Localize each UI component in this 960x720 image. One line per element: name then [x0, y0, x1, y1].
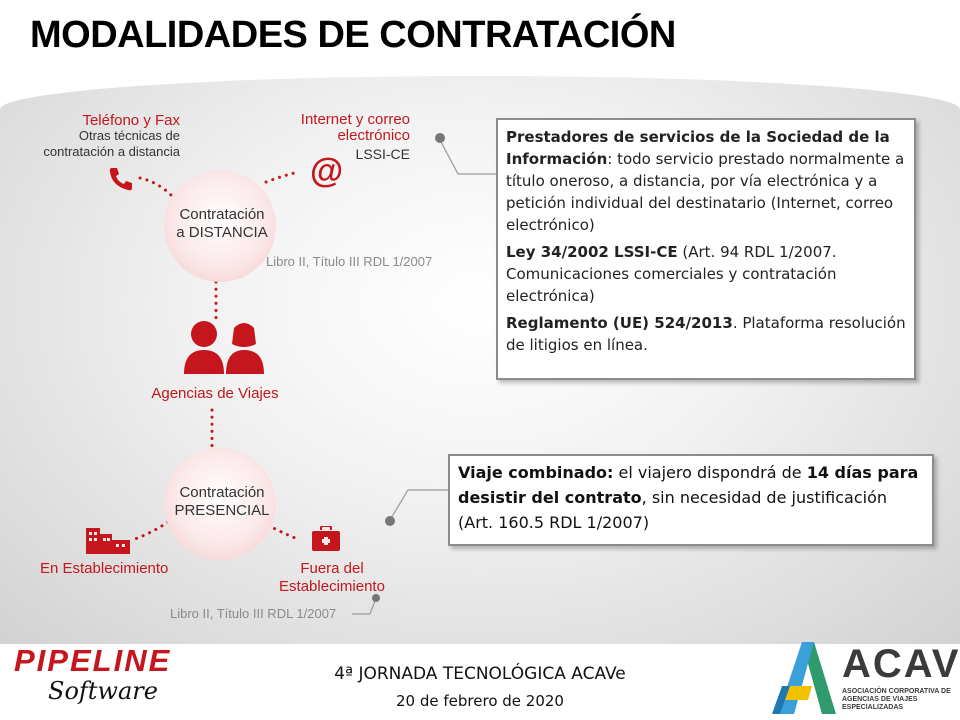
pipeline-logo: PIPELINE Software	[14, 643, 172, 705]
contratacion-distancia-label: Contratación a DISTANCIA	[176, 206, 268, 241]
connector-dot	[385, 516, 395, 526]
box2-paragraph: Viaje combinado: el viajero dispondrá de…	[458, 463, 919, 532]
jornada-title: 4ª JORNADA TECNOLÓGICA ACAVe	[334, 664, 626, 684]
box1-paragraph-1: Prestadores de servicios de la Sociedad …	[506, 128, 905, 234]
phone-icon	[109, 168, 132, 191]
circle-presencial	[164, 448, 276, 560]
telefono-label: Teléfono y Fax	[82, 112, 180, 129]
jornada-date: 20 de febrero de 2020	[396, 692, 564, 710]
agencias-label: Agencias de Viajes	[151, 385, 279, 402]
acave-subtitle: ASOCIACIÓN CORPORATIVA DE AGENCIAS DE VI…	[842, 688, 951, 711]
building-icon	[86, 528, 130, 554]
box1-paragraph-3: Reglamento (UE) 524/2013. Plataforma res…	[506, 314, 906, 354]
contratacion-presencial-label: Contratación PRESENCIAL	[174, 484, 270, 519]
en-establecimiento-label: En Establecimiento	[40, 560, 169, 577]
info-box-viaje-combinado: Viaje combinado: el viajero dispondrá de…	[448, 454, 934, 546]
connector-dot	[435, 133, 445, 143]
page-title: MODALIDADES DE CONTRATACIÓN	[30, 14, 676, 56]
acave-wordmark: ACAVE	[842, 642, 960, 686]
acave-logo-mark	[772, 642, 836, 714]
box1-paragraph-2: Ley 34/2002 LSSI-CE (Art. 94 RDL 1/2007.…	[506, 243, 837, 305]
lssi-label: LSSI-CE	[355, 146, 410, 162]
info-box-prestadores: Prestadores de servicios de la Sociedad …	[496, 118, 916, 380]
circle-distancia	[164, 170, 276, 282]
fuera-establecimiento-label: Fuera del Establecimiento	[279, 560, 385, 595]
libro-label-1: Libro II, Título III RDL 1/2007	[266, 254, 433, 269]
internet-label: Internet y correo electrónico	[300, 111, 410, 144]
otras-tecnicas-label: Otras técnicas de contratación a distanc…	[43, 128, 180, 159]
briefcase-icon	[312, 526, 340, 551]
agencias-people-icon	[184, 321, 264, 374]
at-icon: @	[310, 152, 344, 190]
libro-label-2: Libro II, Título III RDL 1/2007	[170, 606, 337, 621]
connector-dot	[372, 594, 380, 602]
